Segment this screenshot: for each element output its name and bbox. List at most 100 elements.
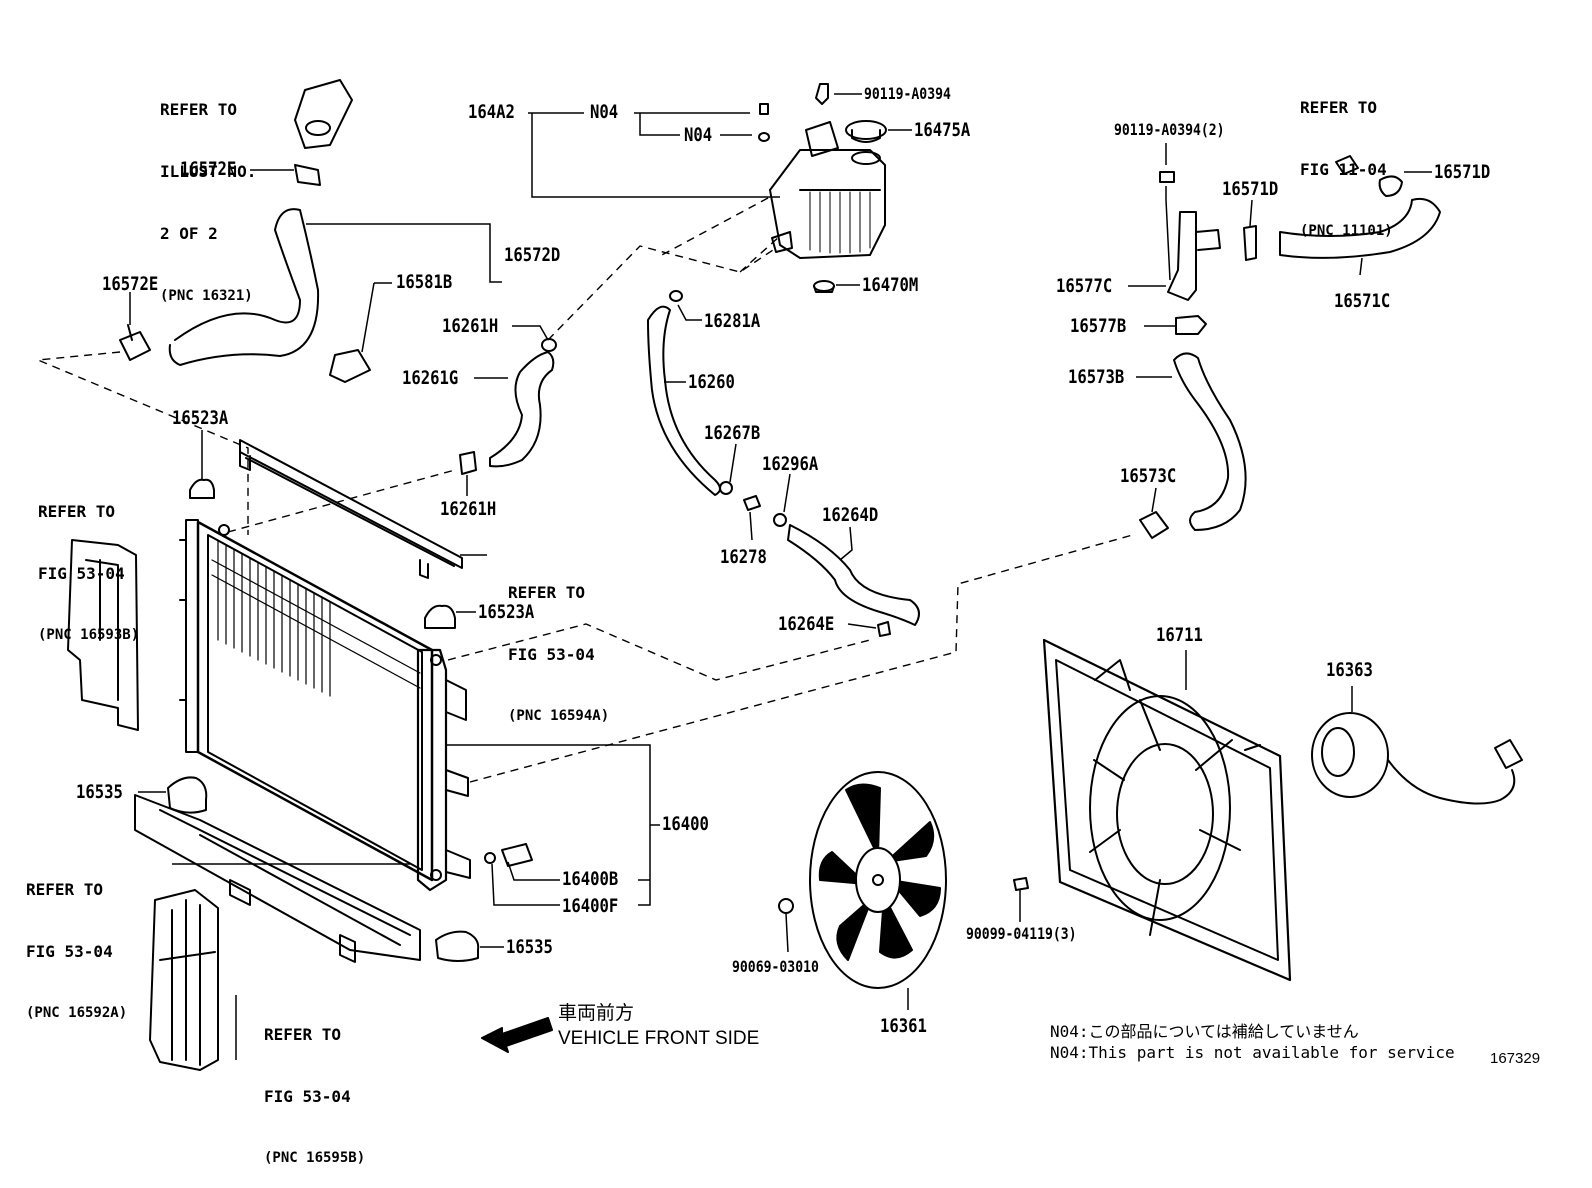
ref-line: REFER TO — [26, 879, 104, 899]
clamp-16281a — [669, 290, 683, 302]
cushion-16535-left — [167, 776, 208, 814]
hose-16573b — [1173, 352, 1247, 531]
hose-16260 — [647, 305, 721, 496]
label-n04-b[interactable]: N04 — [684, 124, 713, 146]
ref-pnc: (PNC 16595B) — [264, 1150, 366, 1167]
drain-cock — [501, 843, 533, 867]
upper-support — [239, 439, 463, 579]
ref-line: FIG 53-04 — [38, 563, 125, 583]
label-n04-a[interactable]: N04 — [590, 101, 619, 123]
label-16572d[interactable]: 16572D — [504, 244, 561, 266]
label-16571d-b[interactable]: 16571D — [1434, 161, 1491, 183]
label-16281a[interactable]: 16281A — [704, 310, 761, 332]
label-16711[interactable]: 16711 — [1156, 624, 1203, 646]
illustration-number: 167329 — [1490, 1050, 1541, 1067]
ref-fig-53-04-16593b[interactable]: REFER TO FIG 53-04 (PNC 16593B) — [38, 460, 139, 665]
label-16296a[interactable]: 16296A — [762, 453, 819, 475]
label-16278[interactable]: 16278 — [720, 546, 767, 568]
label-16573c[interactable]: 16573C — [1120, 465, 1177, 487]
label-16363[interactable]: 16363 — [1326, 659, 1373, 681]
label-16261h-top[interactable]: 16261H — [442, 315, 499, 337]
label-16571d-a[interactable]: 16571D — [1222, 178, 1279, 200]
label-16267b[interactable]: 16267B — [704, 422, 761, 444]
fan-16361 — [809, 771, 947, 989]
ref-fig-53-04-16594a[interactable]: REFER TO FIG 53-04 (PNC 16594A) — [508, 541, 609, 746]
ref-pnc: (PNC 16594A) — [508, 708, 610, 725]
label-16470m[interactable]: 16470M — [862, 274, 919, 296]
front-arrow — [481, 1017, 553, 1053]
ref-line: FIG 53-04 — [508, 644, 595, 664]
ref-line: 2 OF 2 — [160, 224, 218, 244]
clamp-16267b — [719, 481, 733, 495]
note-n04-en: N04:This part is not available for servi… — [1050, 1043, 1455, 1062]
label-90119-a0394[interactable]: 90119-A0394 — [864, 84, 951, 103]
label-16523a-top[interactable]: 16523A — [172, 407, 229, 429]
hose-16261g — [489, 351, 555, 468]
label-16535-bot[interactable]: 16535 — [506, 936, 553, 958]
shroud-16711 — [1042, 638, 1292, 982]
bolt-90099 — [1013, 877, 1029, 891]
bolt-90119 — [1159, 171, 1175, 183]
diagram-drawing — [37, 79, 1523, 1071]
note-n04-jp: N04:この部品については補給していません — [1050, 1022, 1359, 1041]
label-16261g[interactable]: 16261G — [402, 367, 459, 389]
label-16260[interactable]: 16260 — [688, 371, 735, 393]
ref-line: FIG 11-04 — [1300, 159, 1387, 179]
label-16535-left[interactable]: 16535 — [76, 781, 123, 803]
label-90119-a0394-2[interactable]: 90119-A0394(2) — [1114, 120, 1225, 139]
label-16573b[interactable]: 16573B — [1068, 366, 1125, 388]
hose-16264d — [787, 524, 920, 626]
ref-fig-53-04-16595b[interactable]: REFER TO FIG 53-04 (PNC 16595B) — [264, 983, 365, 1188]
ref-line: REFER TO — [160, 99, 238, 119]
clamp-16573c — [1139, 511, 1169, 539]
nut-90069 — [778, 898, 794, 914]
clamp-16264e — [877, 621, 891, 637]
label-16475a[interactable]: 16475A — [914, 119, 971, 141]
label-16577c[interactable]: 16577C — [1056, 275, 1113, 297]
left-side-guide-upper — [67, 539, 139, 731]
ref-fig-53-04-16592a[interactable]: REFER TO FIG 53-04 (PNC 16592A) — [26, 838, 127, 1043]
label-16571c[interactable]: 16571C — [1334, 290, 1391, 312]
vehicle-front-label: 車両前方 VEHICLE FRONT SIDE — [558, 1002, 759, 1051]
label-16261h-bot[interactable]: 16261H — [440, 498, 497, 520]
lower-support — [134, 794, 421, 963]
ref-line: REFER TO — [1300, 97, 1378, 117]
clamp-16572e-top — [294, 164, 321, 186]
label-16264d[interactable]: 16264D — [822, 504, 879, 526]
upper-outlet — [294, 79, 353, 149]
ref-pnc: (PNC 11101) — [1300, 223, 1393, 240]
vehicle-front-jp: 車両前方 — [558, 1003, 635, 1024]
cushion-16535-bot — [435, 930, 480, 962]
label-16264e[interactable]: 16264E — [778, 613, 835, 635]
bolt-top — [815, 83, 829, 105]
ref-line: REFER TO — [38, 501, 116, 521]
label-16572e-left[interactable]: 16572E — [102, 273, 159, 295]
label-16581b[interactable]: 16581B — [396, 271, 453, 293]
vehicle-front-en: VEHICLE FRONT SIDE — [558, 1027, 760, 1049]
radiator-16400 — [179, 519, 471, 892]
clamp-16571d — [1243, 225, 1257, 261]
label-16572e-top[interactable]: 16572E — [180, 158, 237, 180]
label-16577b[interactable]: 16577B — [1070, 315, 1127, 337]
label-16400[interactable]: 16400 — [662, 813, 709, 835]
ref-pnc: (PNC 16593B) — [38, 627, 140, 644]
label-16361[interactable]: 16361 — [880, 1015, 927, 1037]
label-16523a-mid[interactable]: 16523A — [478, 601, 535, 623]
label-164a2[interactable]: 164A2 — [468, 101, 515, 123]
bracket-16581b — [329, 349, 371, 383]
clamp-16577b — [1175, 315, 1207, 335]
parts-diagram: 164A2 N04 N04 90119-A0394 16475A 16470M … — [26, 56, 1541, 1166]
ref-pnc: (PNC 16321) — [160, 287, 253, 304]
cap-16470m — [813, 280, 835, 292]
ref-line: REFER TO — [508, 582, 586, 602]
clamp-16572e-left — [119, 331, 151, 361]
ref-line: ILLUST NO. — [160, 161, 257, 181]
ref-fig-11-04[interactable]: REFER TO FIG 11-04 (PNC 11101) — [1300, 56, 1393, 261]
label-90099-04119-3[interactable]: 90099-04119(3) — [966, 924, 1077, 943]
label-16400f[interactable]: 16400F — [562, 895, 619, 917]
label-90069-03010[interactable]: 90069-03010 — [732, 957, 819, 976]
label-16400b[interactable]: 16400B — [562, 868, 619, 890]
ref-line: FIG 53-04 — [264, 1086, 351, 1106]
ref-illust-2of2[interactable]: REFER TO ILLUST NO. 2 OF 2 (PNC 16321) — [160, 58, 256, 326]
clamp-16261h-bot — [459, 451, 477, 475]
